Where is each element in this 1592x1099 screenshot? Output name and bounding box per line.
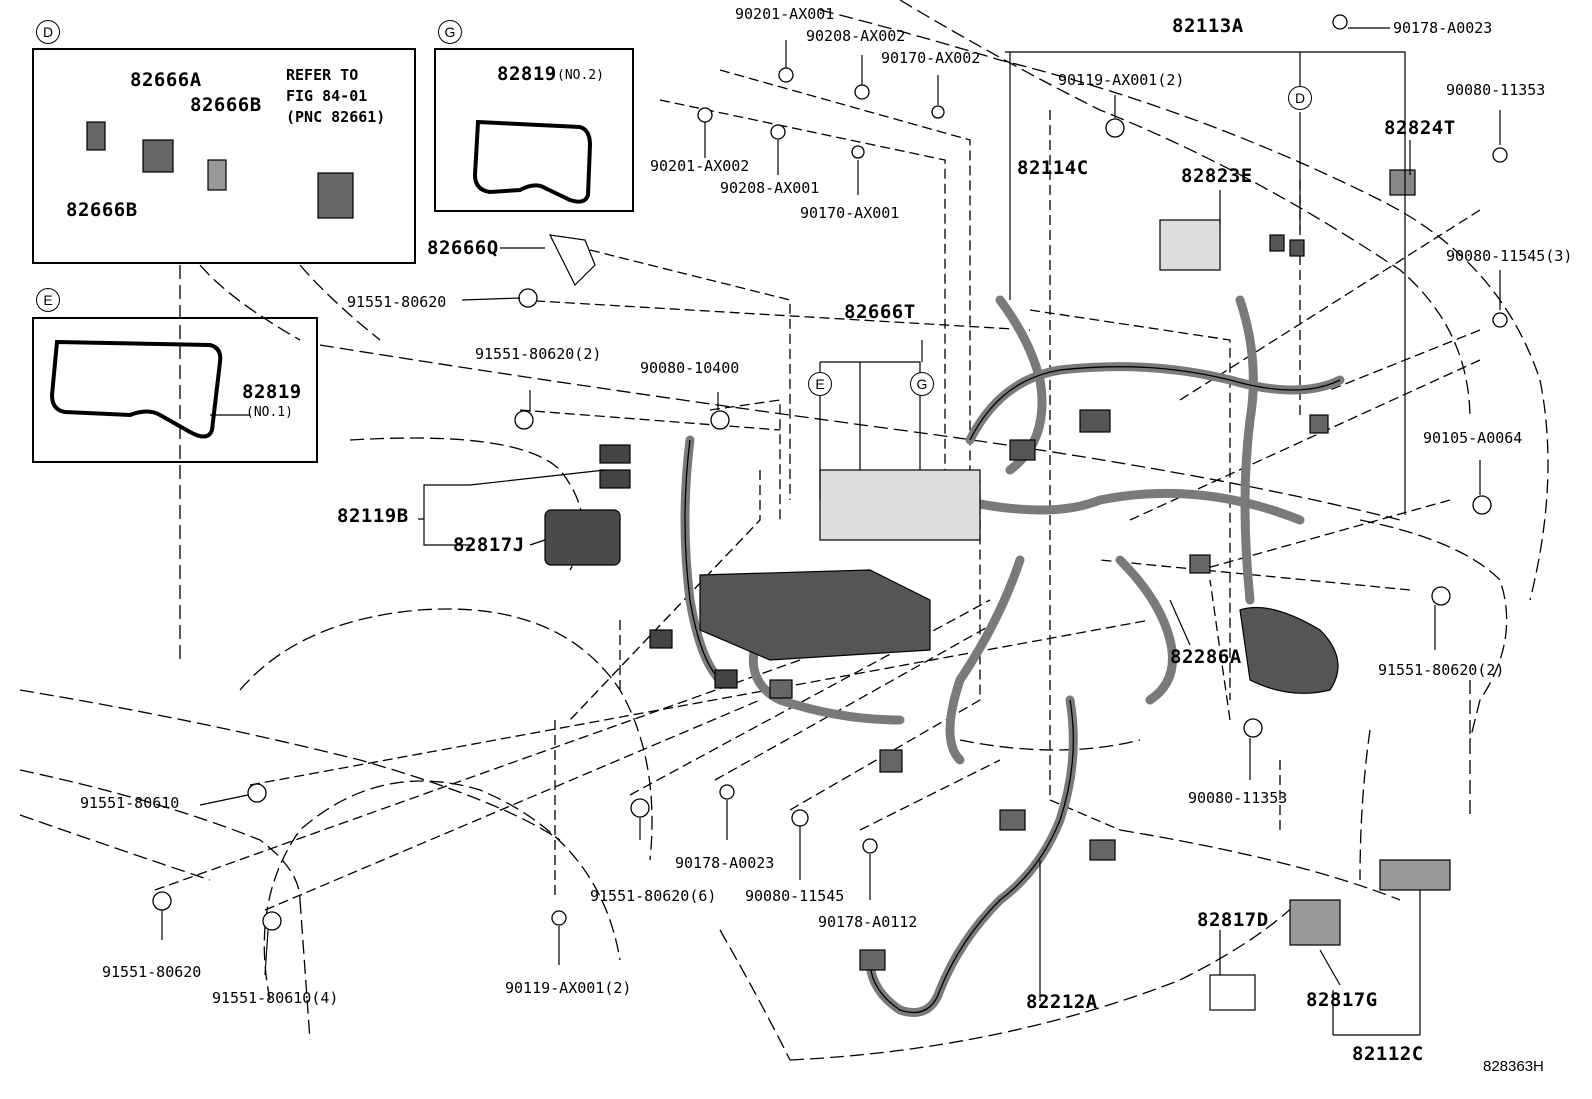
label-82119b: 82119B — [337, 505, 409, 527]
part-82666b-upper: 82666B — [190, 94, 262, 116]
label-90178-a0023-bottom: 90178-A0023 — [675, 854, 775, 872]
label-82817g: 82817G — [1306, 989, 1378, 1011]
label-82112c: 82112C — [1352, 1043, 1424, 1065]
marker-e-callout: E — [808, 372, 832, 396]
label-91551-80620-2a: 91551-80620(2) — [475, 345, 602, 363]
label-82817j: 82817J — [453, 534, 525, 556]
label-90105-a0064: 90105-A0064 — [1423, 429, 1523, 447]
label-90201-ax002: 90201-AX002 — [650, 157, 750, 175]
marker-d-inset: D — [36, 20, 60, 44]
part-82819-no1: 82819 — [242, 381, 302, 403]
label-91551-80620-b: 91551-80620 — [102, 963, 202, 981]
label-90080-11545-3: 90080-11545(3) — [1446, 247, 1573, 265]
label-82823e: 82823E — [1181, 165, 1253, 187]
label-90080-11353-bottom: 90080-11353 — [1188, 789, 1288, 807]
label-90080-11545: 90080-11545 — [745, 887, 845, 905]
label-90201-ax001: 90201-AX001 — [735, 5, 835, 23]
marker-e-inset: E — [36, 288, 60, 312]
label-82212a: 82212A — [1026, 991, 1098, 1013]
inset-g-panel — [434, 48, 634, 212]
label-90170-ax001: 90170-AX001 — [800, 204, 900, 222]
label-91551-80620-6: 91551-80620(6) — [590, 887, 717, 905]
label-82286a: 82286A — [1170, 646, 1242, 668]
label-90080-11353-top: 90080-11353 — [1446, 81, 1546, 99]
part-82819-no2-suffix: (NO.2) — [557, 68, 604, 83]
part-82819-no2: 82819 — [497, 63, 557, 85]
label-90080-10400: 90080-10400 — [640, 359, 740, 377]
label-90208-ax001: 90208-AX001 — [720, 179, 820, 197]
label-82113a: 82113A — [1172, 15, 1244, 37]
figure-id: 828363H — [1483, 1058, 1544, 1075]
label-91551-80610-4: 91551-80610(4) — [212, 989, 339, 1007]
marker-g-callout: G — [910, 372, 934, 396]
marker-d-callout: D — [1288, 86, 1312, 110]
marker-g-inset: G — [438, 20, 462, 44]
label-90119-ax001-2-top: 90119-AX001(2) — [1058, 71, 1185, 89]
label-90178-a0023-top: 90178-A0023 — [1393, 19, 1493, 37]
label-90119-ax001-2-bottom: 90119-AX001(2) — [505, 979, 632, 997]
label-82666q: 82666Q — [427, 237, 499, 259]
refer-note-line2: FIG 84-01 — [286, 87, 368, 105]
label-91551-80610: 91551-80610 — [80, 794, 180, 812]
refer-note-line1: REFER TO — [286, 66, 359, 84]
refer-note-line3: (PNC 82661) — [286, 108, 386, 126]
part-82819-no1-suffix: (NO.1) — [246, 405, 293, 420]
label-82824t: 82824T — [1384, 117, 1456, 139]
inset-d-panel — [32, 48, 416, 264]
label-82114c: 82114C — [1017, 157, 1089, 179]
label-82817d: 82817D — [1197, 909, 1269, 931]
part-82666a: 82666A — [130, 69, 202, 91]
part-82666b-lower: 82666B — [66, 199, 138, 221]
inset-e-panel — [32, 317, 318, 463]
label-90178-a0112: 90178-A0112 — [818, 913, 918, 931]
label-90170-ax002: 90170-AX002 — [881, 49, 981, 67]
label-90208-ax002: 90208-AX002 — [806, 27, 906, 45]
label-82666t: 82666T — [844, 301, 916, 323]
label-91551-80620-2b: 91551-80620(2) — [1378, 661, 1505, 679]
label-91551-80620-a: 91551-80620 — [347, 293, 447, 311]
